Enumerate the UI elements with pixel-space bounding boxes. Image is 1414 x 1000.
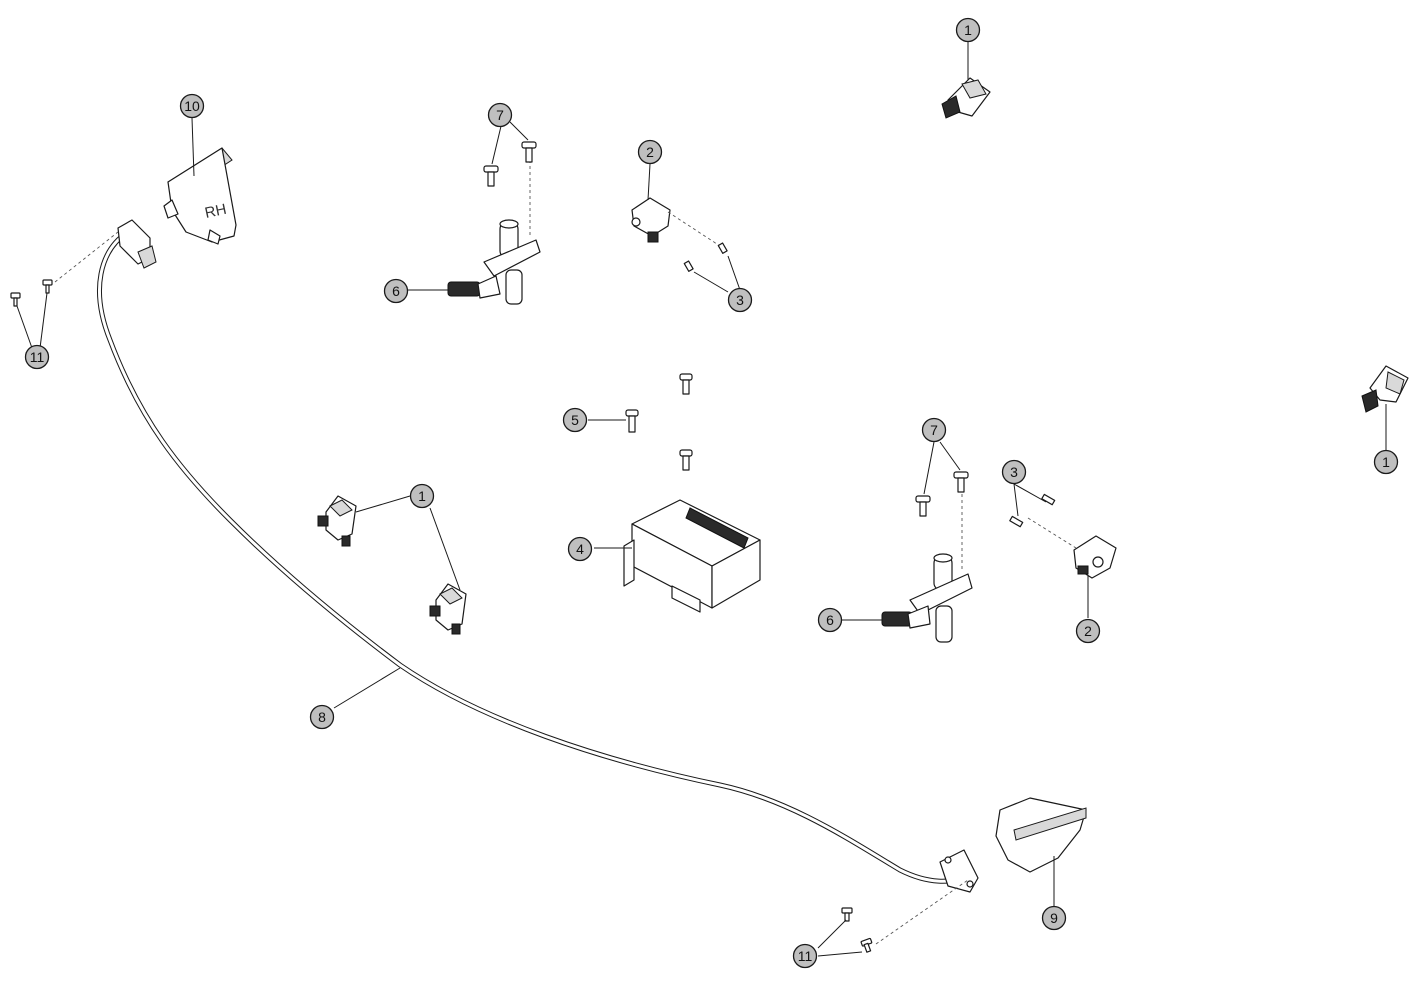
callout-2-upper: 2 bbox=[637, 139, 663, 165]
rh-label: RH bbox=[203, 201, 228, 222]
callout-1-top: 1 bbox=[955, 17, 981, 43]
callout-6-upper: 6 bbox=[383, 278, 409, 304]
callout-7-upper: 7 bbox=[487, 102, 513, 128]
callout-1-right: 1 bbox=[1373, 449, 1399, 475]
impact-sensors-left-pair bbox=[317, 495, 467, 635]
pressure-sensor-upper bbox=[631, 163, 741, 293]
harness-connector-rear bbox=[939, 849, 979, 893]
svg-text:8: 8 bbox=[318, 709, 326, 725]
buckle-sensor-upper bbox=[408, 121, 541, 305]
callout-5: 5 bbox=[562, 407, 588, 433]
svg-text:7: 7 bbox=[930, 422, 938, 438]
leader-8 bbox=[333, 667, 401, 709]
svg-text:11: 11 bbox=[30, 349, 45, 365]
impact-sensor-top-right bbox=[941, 42, 991, 119]
harness-connector-front bbox=[117, 219, 157, 269]
screws-11-rear bbox=[817, 879, 969, 957]
svg-text:1: 1 bbox=[964, 22, 972, 38]
sensor-cover-rear bbox=[995, 797, 1087, 906]
leader-10 bbox=[191, 117, 195, 177]
svg-text:2: 2 bbox=[646, 144, 654, 160]
svg-text:1: 1 bbox=[1382, 454, 1390, 470]
callout-6-lower: 6 bbox=[817, 607, 843, 633]
svg-text:3: 3 bbox=[1010, 464, 1018, 480]
callout-1-left: 1 bbox=[409, 483, 435, 509]
svg-text:4: 4 bbox=[576, 541, 584, 557]
impact-sensor-far-right bbox=[1361, 365, 1409, 450]
wiring-harness bbox=[97, 229, 971, 884]
callout-8: 8 bbox=[309, 704, 335, 730]
callout-2-lower: 2 bbox=[1075, 618, 1101, 644]
buckle-sensor-lower bbox=[842, 441, 973, 643]
callout-10: 10 bbox=[179, 93, 205, 119]
svg-text:11: 11 bbox=[798, 948, 813, 964]
svg-text:10: 10 bbox=[184, 98, 200, 114]
airbag-control-module bbox=[594, 499, 761, 613]
callout-11-upper: 11 bbox=[24, 344, 50, 370]
svg-text:1: 1 bbox=[418, 488, 426, 504]
svg-text:6: 6 bbox=[826, 612, 834, 628]
callout-4: 4 bbox=[567, 536, 593, 562]
pressure-sensor-lower bbox=[1009, 483, 1117, 618]
screws-11-front bbox=[10, 231, 119, 349]
callout-9: 9 bbox=[1041, 905, 1067, 931]
callout-3-lower: 3 bbox=[1001, 459, 1027, 485]
svg-text:9: 9 bbox=[1050, 910, 1058, 926]
svg-text:6: 6 bbox=[392, 283, 400, 299]
svg-text:2: 2 bbox=[1084, 623, 1092, 639]
svg-text:5: 5 bbox=[571, 412, 579, 428]
callout-7-lower: 7 bbox=[921, 417, 947, 443]
callout-11-lower: 11 bbox=[792, 943, 818, 969]
svg-text:7: 7 bbox=[496, 107, 504, 123]
module-screws-5 bbox=[588, 373, 693, 471]
sensor-cover-rh: RH bbox=[163, 147, 237, 245]
svg-text:3: 3 bbox=[736, 292, 744, 308]
callout-3-upper: 3 bbox=[727, 287, 753, 313]
